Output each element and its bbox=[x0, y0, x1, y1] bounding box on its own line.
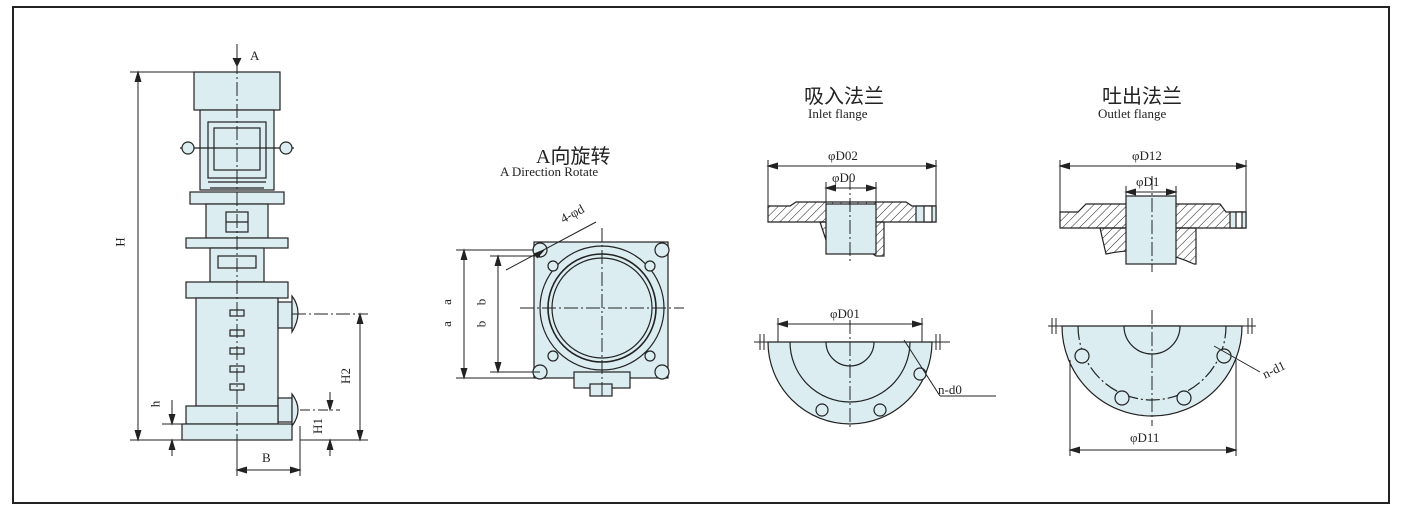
dimension-d1-label: φD1 bbox=[1136, 174, 1160, 189]
rotation-dimensions bbox=[456, 221, 684, 396]
dimension-h-small-label: h bbox=[147, 400, 163, 408]
dimension-a-inner: a bbox=[438, 321, 454, 327]
rotation-subtitle: A Direction Rotate bbox=[500, 164, 599, 179]
outlet-flange-title: 吐出法兰 bbox=[1102, 86, 1182, 108]
dimension-h-label: H bbox=[112, 237, 128, 247]
rotation-view bbox=[532, 241, 670, 397]
dimension-d0-label: φD0 bbox=[832, 170, 856, 185]
arrow-a-label: A bbox=[250, 48, 260, 63]
dimension-a-outer: a bbox=[438, 299, 454, 305]
inlet-flange-plan-dims bbox=[754, 318, 996, 430]
drawing-frame bbox=[12, 6, 1390, 504]
dimension-h1-label: H1 bbox=[309, 418, 325, 434]
outlet-flange-subtitle: Outlet flange bbox=[1098, 106, 1167, 121]
dimension-nd0-label: n-d0 bbox=[938, 382, 962, 397]
dimension-d12-label: φD12 bbox=[1132, 148, 1162, 163]
pump-side-view bbox=[180, 71, 299, 441]
outlet-flange-section bbox=[1059, 195, 1247, 265]
dimension-b-label: B bbox=[262, 450, 271, 465]
outlet-flange-plan-dims bbox=[1048, 310, 1261, 456]
dimension-d11-label: φD11 bbox=[1130, 430, 1160, 445]
inlet-flange-subtitle: Inlet flange bbox=[808, 106, 868, 121]
dimension-d01-label: φD01 bbox=[830, 306, 860, 321]
inlet-flange-title: 吸入法兰 bbox=[804, 86, 884, 108]
outlet-flange-dimensions bbox=[1058, 160, 1248, 272]
pump-dimensions bbox=[130, 44, 368, 476]
dimension-h2-label: H2 bbox=[337, 368, 353, 384]
dimension-b-inner: b bbox=[473, 320, 489, 328]
rotation-title: A向旋转 bbox=[536, 146, 611, 168]
dimension-d02-label: φD02 bbox=[828, 148, 858, 163]
lifting-lug-left bbox=[181, 141, 195, 155]
bolt-hole bbox=[654, 242, 670, 258]
inlet-flange-section bbox=[767, 201, 937, 257]
dimension-b-outer: b bbox=[473, 298, 489, 306]
inlet-flange-dimensions bbox=[766, 160, 938, 262]
lifting-lug-right bbox=[279, 141, 293, 155]
bolt-hole bbox=[654, 364, 670, 380]
